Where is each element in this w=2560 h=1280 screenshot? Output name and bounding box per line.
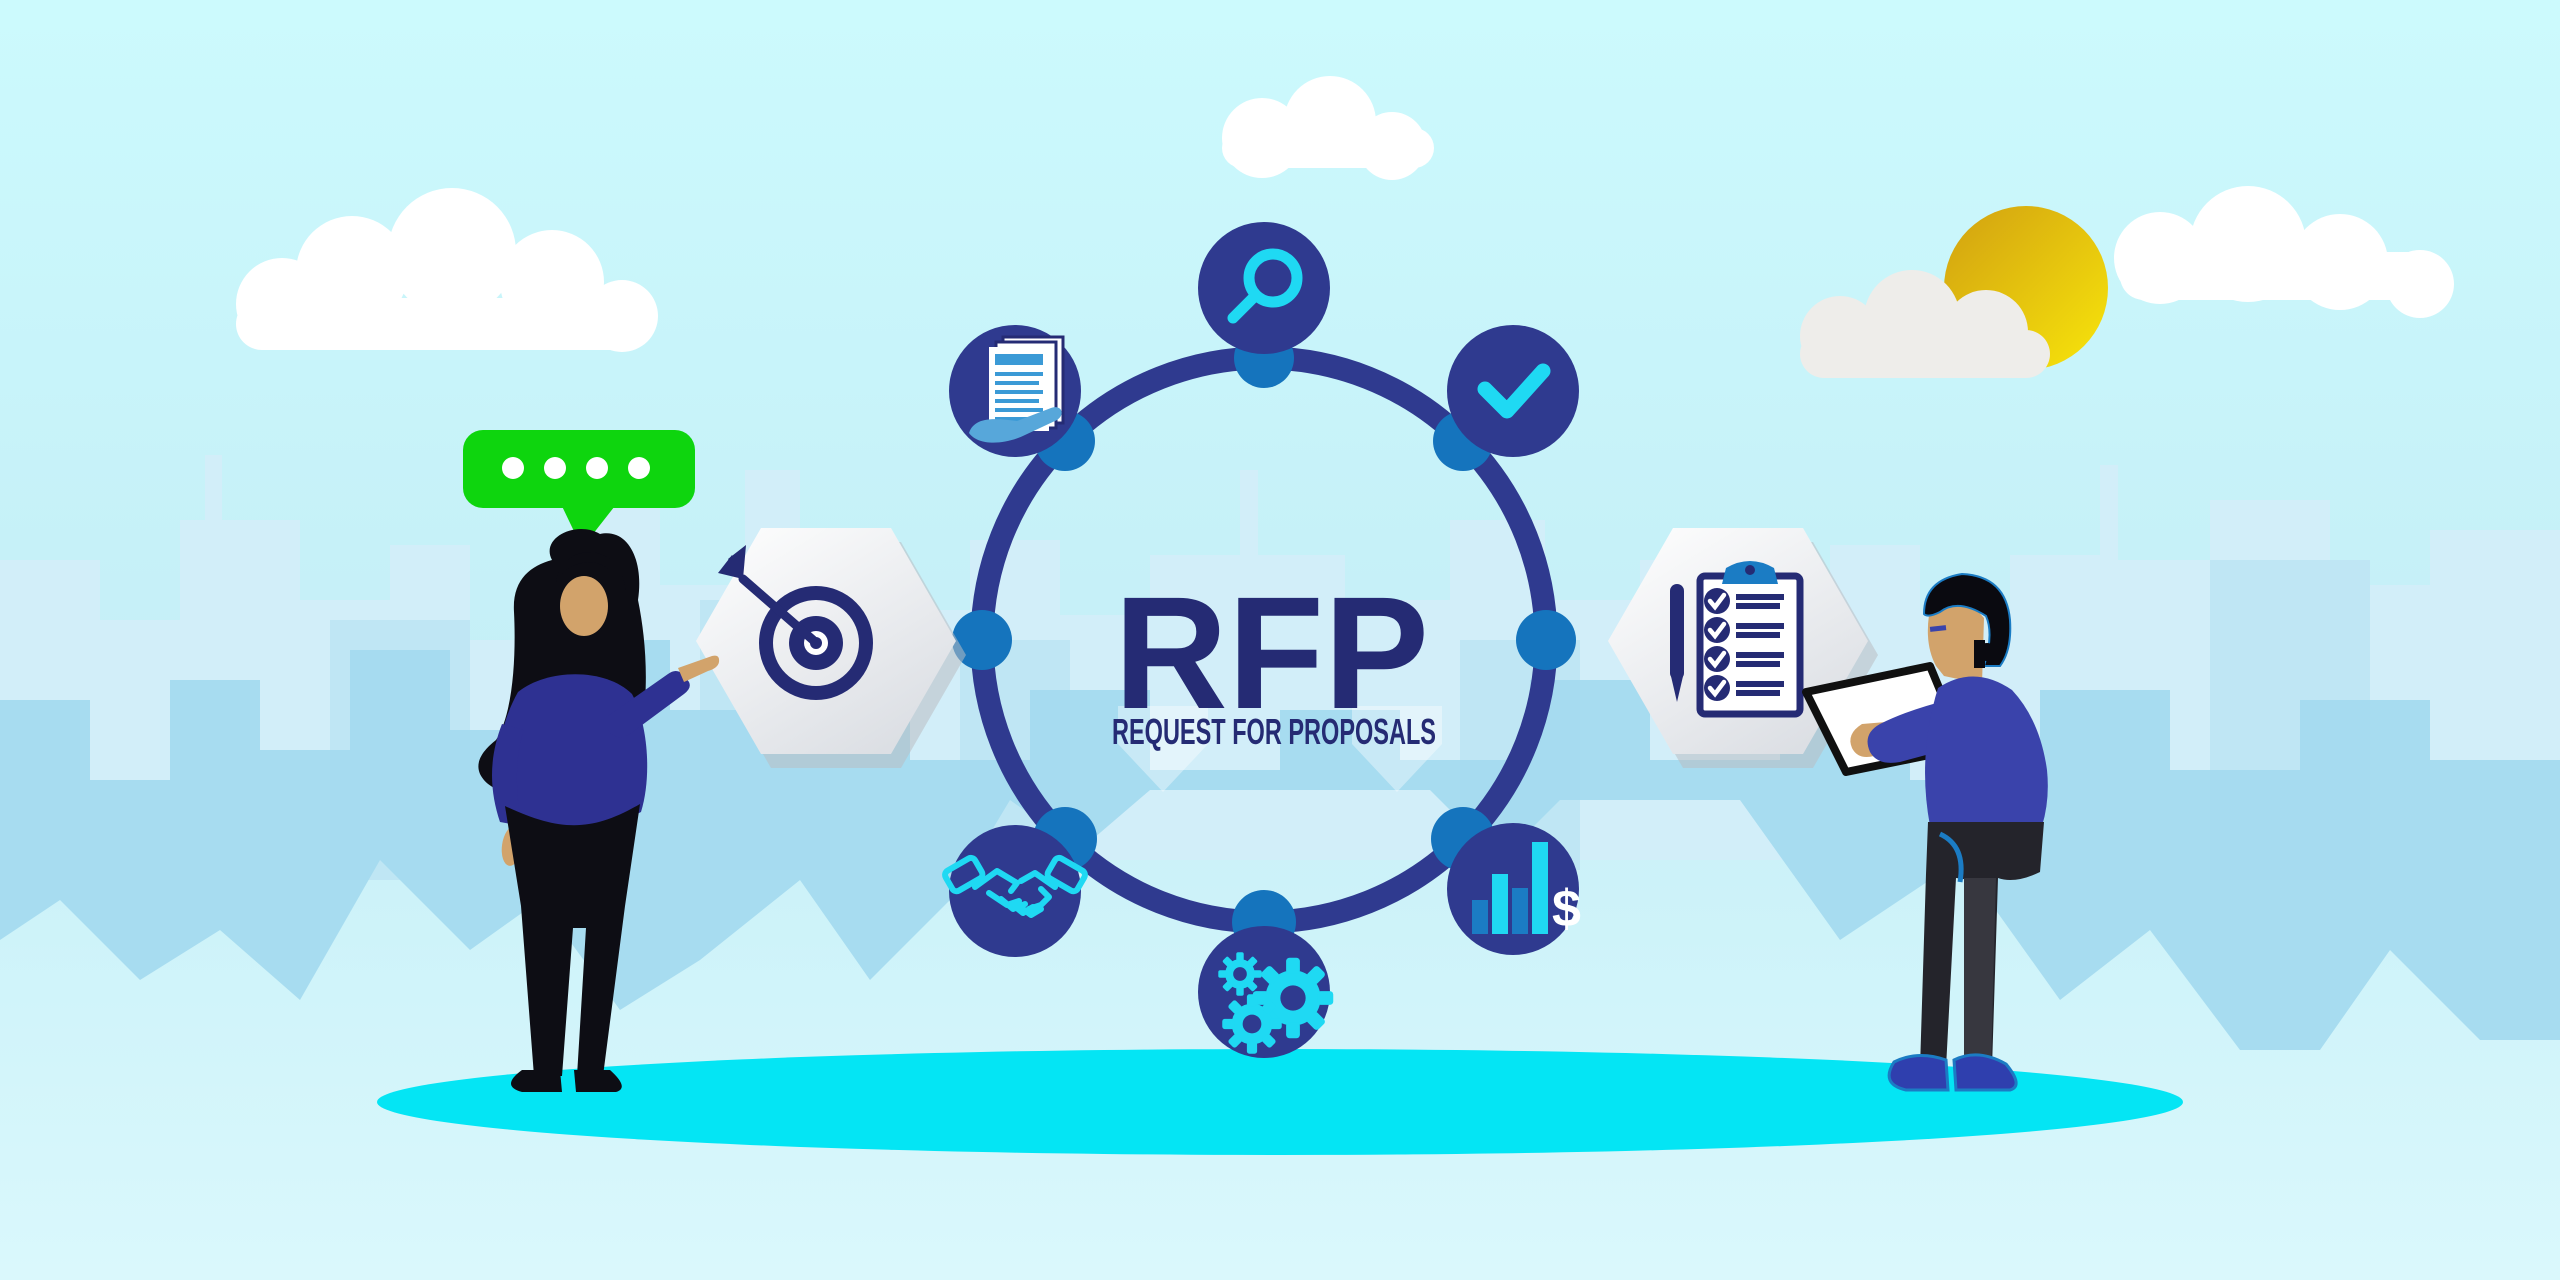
man-face: [1927, 599, 1984, 684]
target-badge: [696, 528, 966, 768]
man-reading-tablet: [1802, 572, 2048, 1092]
man-shoe-left: [1887, 1054, 1950, 1092]
decor-chevrons: [1118, 706, 1442, 792]
woman-hair-front: [556, 552, 626, 590]
man-headphone: [1978, 643, 1996, 661]
man-eyebrow: [1929, 625, 1947, 632]
checklist-rows: [1704, 588, 1784, 701]
man-pocket-line: [1938, 831, 1964, 883]
man-shoe-right: [1952, 1053, 2018, 1092]
woman-hand-pointing: [678, 655, 720, 682]
typing-dots: [502, 457, 650, 479]
cloud-top-center: [1222, 76, 1434, 180]
woman-presenting: [478, 529, 720, 1092]
cloud-right: [2114, 186, 2454, 318]
checklist-icon: [1670, 561, 1804, 718]
hand-shape: [969, 407, 1062, 443]
woman-arm-pointing: [608, 671, 690, 738]
document-hand-icon: [949, 325, 1081, 457]
woman-shoe-left: [511, 1070, 562, 1092]
rfp-ring: $: [942, 222, 1581, 1058]
woman-arm-down: [492, 724, 524, 826]
budget-chart-icon: $: [1447, 823, 1581, 955]
woman-jacket: [496, 674, 648, 829]
speech-bubble: [463, 430, 695, 548]
handshake-icon: [942, 825, 1088, 957]
man-leg-light: [1964, 878, 1996, 1068]
woman-pants: [505, 804, 640, 1076]
cloud-gray: [1800, 270, 2050, 378]
woman-shoe-right: [574, 1070, 622, 1092]
dollar-symbol: $: [1552, 880, 1581, 938]
page-subtitle: REQUEST FOR PROPOSALS: [1112, 711, 1436, 752]
checklist-badge: [1608, 528, 1878, 768]
cloud-left: [236, 188, 658, 352]
man-sweater: [1925, 676, 2048, 826]
man-hair: [1922, 572, 2012, 667]
search-icon: [1198, 222, 1330, 354]
check-icon: [1447, 325, 1579, 457]
page-title: RFP: [1114, 563, 1429, 742]
gears-icon: [1198, 926, 1334, 1058]
target-icon: [718, 545, 873, 700]
floor-platform: [377, 1049, 2183, 1155]
woman-face: [560, 576, 608, 636]
